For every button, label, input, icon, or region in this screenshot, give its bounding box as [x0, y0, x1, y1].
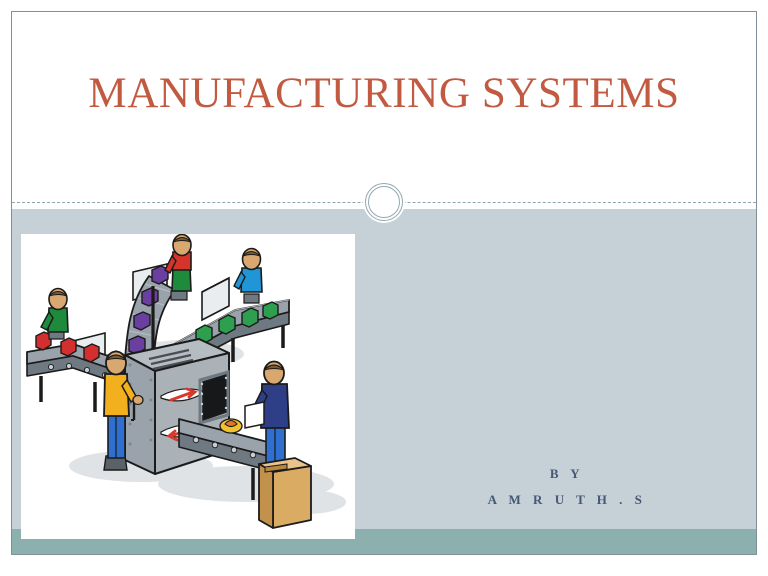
worker-red-shirt	[164, 234, 192, 301]
slide-image-manufacturing-line	[21, 234, 355, 539]
product-finished-yellow	[219, 418, 243, 434]
subtitle-line-by: B Y	[549, 466, 585, 481]
clipboard	[244, 401, 265, 429]
presentation-slide: MANUFACTURING SYSTEMS B Y A M R U T H . …	[11, 11, 757, 555]
circle-ornament-icon	[363, 181, 405, 223]
page-title: MANUFACTURING SYSTEMS	[88, 70, 680, 117]
conveyor-upper-right	[170, 276, 290, 373]
worker-blue-shirt	[233, 247, 263, 304]
guard-rail-right	[201, 276, 230, 322]
ornament-inner-ring	[368, 186, 400, 218]
ornament-outer-ring	[365, 183, 403, 221]
subtitle-line-author: A M R U T H . S	[487, 492, 647, 507]
subtitle-block: B Y A M R U T H . S	[412, 461, 722, 513]
conveyor-output	[178, 418, 284, 500]
machine-vents	[148, 348, 194, 371]
worker-yellow-shirt	[103, 350, 144, 471]
products-green-right	[195, 301, 279, 345]
cardboard-box	[258, 457, 312, 529]
assembly-line-illustration	[26, 234, 346, 529]
worker-green-shirt	[40, 287, 69, 340]
title-region: MANUFACTURING SYSTEMS	[12, 12, 756, 203]
